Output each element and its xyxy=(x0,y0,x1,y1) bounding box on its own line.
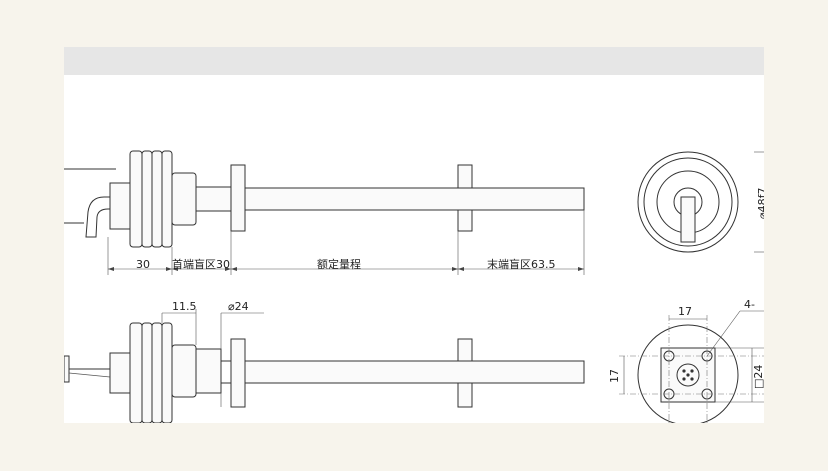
end-top-outer-circle xyxy=(637,151,739,253)
bottom-flange-4 xyxy=(161,322,173,423)
dim-bottom-phi24: ⌀24 xyxy=(228,300,249,313)
bottom-flange-3 xyxy=(151,322,163,423)
technical-drawing: 30 首端盲区30 额定量程 末端盲区63.5 xyxy=(64,150,764,423)
bottom-connector xyxy=(109,352,131,394)
dim-end-phi48: ⌀48f7 xyxy=(756,188,764,220)
drawing-frame: 30 首端盲区30 额定量程 末端盲区63.5 xyxy=(64,47,764,423)
top-elbow-pipe xyxy=(85,196,116,238)
dim-top-30: 30 xyxy=(136,258,150,271)
bottom-neck xyxy=(171,344,197,398)
top-flange-3 xyxy=(151,150,163,248)
bottom-end-view: 17 17 □24 4- xyxy=(608,298,764,423)
top-sleeve xyxy=(195,186,232,212)
top-end-view: ⌀48f7 xyxy=(637,151,764,253)
top-side-view: 30 首端盲区30 额定量程 末端盲区63.5 xyxy=(64,150,585,275)
top-flange-2 xyxy=(141,150,153,248)
header-bar xyxy=(64,47,764,75)
dim-end-box24: □24 xyxy=(752,365,764,389)
top-magnet-left xyxy=(230,164,246,232)
bottom-magnet-left xyxy=(230,338,246,408)
dim-bottom-11-5: 11.5 xyxy=(172,300,197,313)
dim-end-17-side: 17 xyxy=(608,369,621,383)
dim-rated-range: 额定量程 xyxy=(317,257,361,271)
top-rod xyxy=(244,187,585,211)
dim-end-holes: 4- xyxy=(744,298,755,311)
top-neck xyxy=(171,172,197,226)
top-flange-4 xyxy=(161,150,173,248)
dim-head-dead-zone: 首端盲区30 xyxy=(172,257,230,271)
bottom-rod xyxy=(244,360,585,384)
bottom-flange-2 xyxy=(141,322,153,423)
bottom-sleeve xyxy=(195,348,222,394)
dim-tail-dead-zone: 末端盲区63.5 xyxy=(487,257,556,271)
bottom-side-view: 11.5 ⌀24 xyxy=(64,300,585,423)
end-top-pipe xyxy=(680,196,696,243)
top-connector xyxy=(109,182,131,230)
bottom-plug xyxy=(64,355,70,383)
end-bottom-outer-circle xyxy=(637,324,739,423)
top-cable xyxy=(64,168,116,224)
top-flange-1 xyxy=(129,150,143,248)
bottom-flange-1 xyxy=(129,322,143,423)
dim-end-17-top: 17 xyxy=(678,305,692,318)
